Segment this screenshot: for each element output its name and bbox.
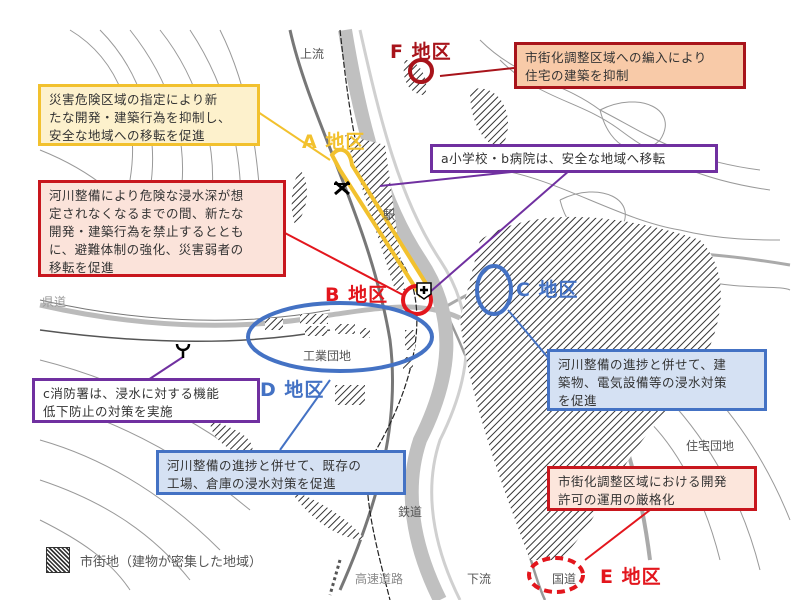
callout-f-district: 市街化調整区域への編入により 住宅の建築を抑制 [514,42,746,89]
label-housing-complex: 住宅団地 [686,439,735,453]
district-label-c: C 地区 [516,279,579,301]
district-label-a: A 地区 [302,131,366,153]
callout-fire-station: c消防署は、浸水に対する機能 低下防止の対策を実施 [32,378,260,423]
school-icon [334,180,350,196]
district-label-b: B 地区 [325,284,389,306]
label-national-road: 国道 [552,572,577,586]
fire-station-icon [175,343,191,358]
river [338,28,454,600]
label-station: 駅 [383,208,396,222]
hospital-icon [416,282,432,300]
callout-a-district: 災害危険区域の指定により新 たな開発・建築行為を抑制し、 安全な地域への移転を促… [38,84,260,146]
label-railway: 鉄道 [398,505,423,519]
district-label-f: F 地区 [390,41,452,63]
f-district-marker [408,58,434,84]
callout-c-district: 河川整備の進捗と併せて、建 築物、電気設備等の浸水対策 を促進 [547,349,767,411]
label-upstream: 上流 [300,47,325,61]
c-district-marker [475,264,513,316]
prefectural-road [39,302,462,328]
callout-leaders [147,67,651,561]
legend-label: 市街地（建物が密集した地域） [80,554,263,570]
callout-d-district: 河川整備の進捗と併せて、既存の 工場、倉庫の浸水対策を促進 [156,450,406,495]
district-label-e: E 地区 [600,566,662,588]
e-district-marker [527,556,585,594]
label-industrial-park: 工業団地 [303,349,352,363]
expressway [288,29,395,591]
callout-e-district: 市街化調整区域における開発 許可の運用の厳格化 [547,466,757,511]
label-downstream: 下流 [467,572,492,586]
district-label-d: D 地区 [260,379,325,401]
d-district-marker [246,301,434,373]
callout-facilities: a小学校・b病院は、安全な地域へ移転 [430,144,718,173]
urban-area-swatch-icon [46,547,70,573]
label-prefectural-road: 県道 [42,295,67,309]
legend: 市街地（建物が密集した地域） [46,547,262,573]
label-expressway: 高速道路 [355,572,404,586]
callout-b-district: 河川整備により危険な浸水深が想 定されなくなるまでの間、新たな 開発・建築行為を… [38,180,286,277]
